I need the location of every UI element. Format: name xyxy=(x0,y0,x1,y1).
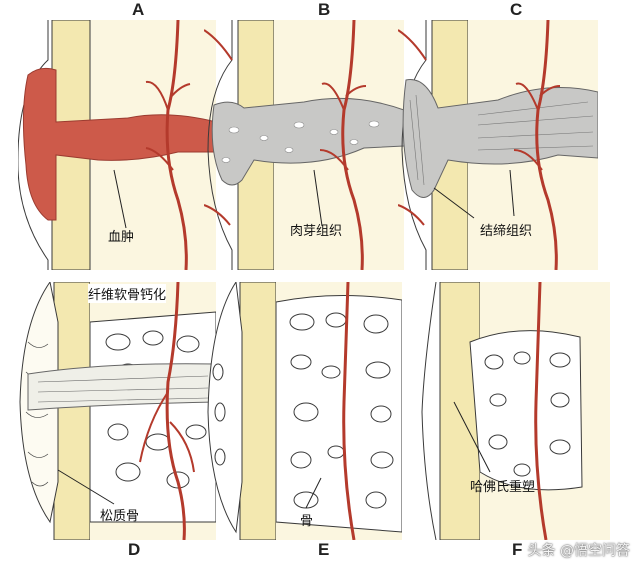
panel-a-figure xyxy=(18,20,216,270)
panel-letter-d: D xyxy=(128,540,141,559)
panel-letter-b: B xyxy=(318,0,331,19)
panel-b xyxy=(204,20,404,270)
panel-a xyxy=(18,20,216,270)
panel-e-figure xyxy=(207,282,402,540)
panel-letter-a: A xyxy=(132,0,145,19)
granulation-tissue xyxy=(211,97,404,186)
connective-tissue xyxy=(402,79,598,198)
label-hematoma: 血肿 xyxy=(108,230,135,245)
label-bone: 骨 xyxy=(300,514,314,529)
panel-b-figure xyxy=(204,20,404,270)
panel-letter-c: C xyxy=(510,0,523,19)
label-fibrocartilage: 纤维软骨钙化 xyxy=(88,284,167,303)
label-connective: 结缔组织 xyxy=(480,224,533,239)
panel-d xyxy=(18,282,216,540)
label-cancellous: 松质骨 xyxy=(100,509,140,524)
watermark: 头条 @悟空问答 xyxy=(527,543,630,559)
panel-f xyxy=(410,282,610,540)
panel-d-figure xyxy=(19,282,216,540)
panel-letter-e: E xyxy=(318,540,330,559)
hematoma-shape xyxy=(22,67,216,221)
panel-c xyxy=(398,20,598,270)
panel-f-figure xyxy=(421,282,610,540)
panel-c-figure xyxy=(398,20,598,270)
panel-e xyxy=(206,282,402,540)
label-granulation: 肉芽组织 xyxy=(290,224,343,239)
label-haversian: 哈佛氏重塑 xyxy=(470,480,536,495)
panel-letter-f: F xyxy=(512,540,523,559)
